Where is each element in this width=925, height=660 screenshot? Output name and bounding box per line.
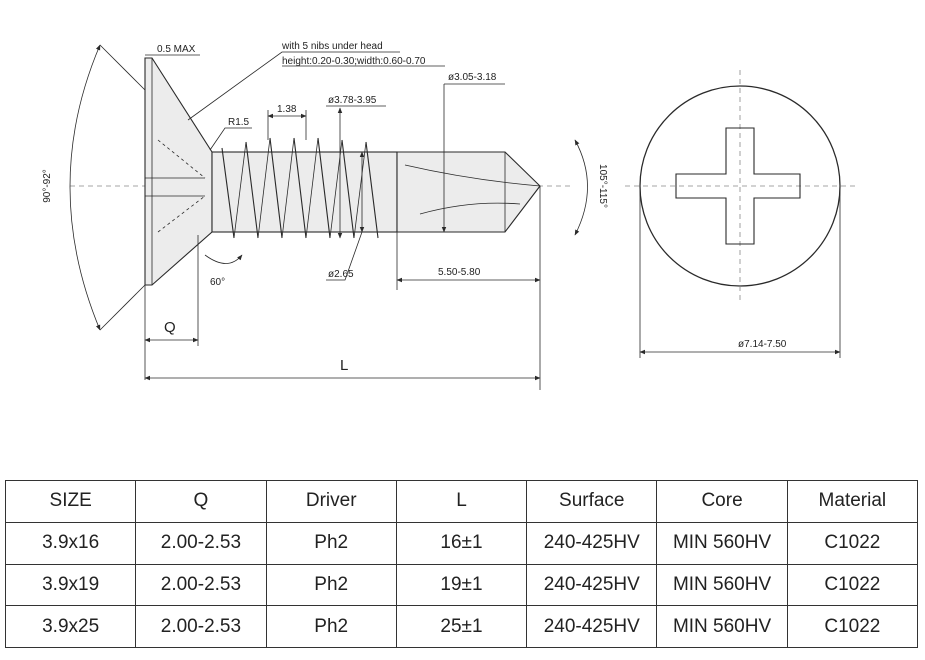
cell-material: C1022 (786, 563, 919, 607)
cell-surface: 240-425HV (526, 605, 658, 648)
screw-technical-drawing: 90°-92° 0.5 MAX with 5 nibs under head h… (42, 41, 855, 390)
cell-driver: Ph2 (265, 605, 397, 648)
under-head-angle-label: 60° (210, 277, 225, 288)
radius-label: R1.5 (228, 117, 250, 128)
cell-core: MIN 560HV (656, 563, 788, 607)
cell-core: MIN 560HV (656, 521, 788, 565)
cell-size: 3.9x25 (4, 605, 137, 648)
q-dimension-label: Q (164, 319, 176, 336)
major-diameter-label: ø3.78-3.95 (328, 95, 377, 106)
head-edge-label: 0.5 MAX (157, 44, 196, 55)
nibs-note-line2: height:0.20-0.30;width:0.60-0.70 (282, 56, 426, 67)
cell-surface: 240-425HV (526, 563, 658, 607)
point-angle-label: 105°-115° (597, 164, 608, 208)
drill-diameter-label: ø3.05-3.18 (448, 72, 497, 83)
screw-head (144, 57, 213, 286)
table-row: 3.9x16 2.00-2.53 Ph2 16±1 240-425HV MIN … (4, 521, 919, 565)
drill-length-label: 5.50-5.80 (438, 267, 481, 278)
col-header-size: SIZE (4, 480, 137, 523)
screw-thread-shank (211, 137, 398, 239)
cell-size: 3.9x19 (4, 563, 137, 607)
table-header-row: SIZE Q Driver L Surface Core Material (4, 480, 919, 523)
cell-size: 3.9x16 (4, 521, 137, 565)
phillips-recess-icon (675, 127, 801, 245)
col-header-driver: Driver (265, 480, 397, 523)
nibs-note-line1: with 5 nibs under head (281, 41, 383, 52)
head-angle-arc (69, 44, 101, 331)
cell-q: 2.00-2.53 (135, 605, 267, 648)
cell-material: C1022 (786, 521, 919, 565)
col-header-l: L (395, 480, 528, 523)
minor-diameter-label: ø2.65 (328, 269, 354, 280)
col-header-q: Q (135, 480, 267, 523)
pitch-label: 1.38 (277, 104, 297, 115)
screw-head-end-view (625, 70, 855, 300)
cell-driver: Ph2 (265, 521, 397, 565)
cell-l: 25±1 (395, 605, 528, 648)
cell-q: 2.00-2.53 (135, 563, 267, 607)
cell-material: C1022 (786, 605, 919, 648)
table-row: 3.9x19 2.00-2.53 Ph2 19±1 240-425HV MIN … (4, 563, 919, 607)
col-header-core: Core (656, 480, 788, 523)
cell-surface: 240-425HV (526, 521, 658, 565)
cell-l: 16±1 (395, 521, 528, 565)
cell-l: 19±1 (395, 563, 528, 607)
cell-core: MIN 560HV (656, 605, 788, 648)
col-header-material: Material (786, 480, 919, 523)
table-row: 3.9x25 2.00-2.53 Ph2 25±1 240-425HV MIN … (4, 605, 919, 648)
head-diameter-label: ø7.14-7.50 (738, 339, 787, 350)
cell-driver: Ph2 (265, 563, 397, 607)
col-header-surface: Surface (526, 480, 658, 523)
screw-drill-point (396, 151, 541, 233)
cell-q: 2.00-2.53 (135, 521, 267, 565)
head-angle-label: 90°-92° (42, 169, 53, 203)
l-dimension-label: L (340, 357, 348, 374)
spec-table: SIZE Q Driver L Surface Core Material 3.… (4, 480, 919, 648)
